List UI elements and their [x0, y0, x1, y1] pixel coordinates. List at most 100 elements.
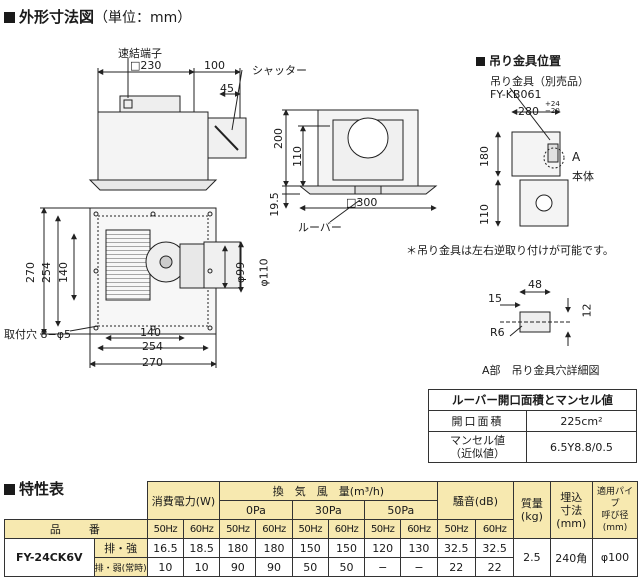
header-pipe: 適用パイプ 呼び径 (mm)	[592, 481, 638, 539]
hz-cell: 60Hz	[327, 519, 366, 539]
dim-270-horizontal: 270	[142, 356, 163, 369]
detail-a-view	[500, 311, 572, 333]
value-cell: 32.5	[436, 538, 476, 558]
dim-phi110: φ110	[257, 258, 271, 287]
hanger-tolerance: +24 −20	[545, 101, 560, 115]
top-view	[89, 207, 241, 335]
mount-hole-label: 取付穴 8−φ5	[4, 328, 71, 341]
dim-254-vertical: 254	[40, 262, 53, 283]
value-cell: 180	[255, 538, 293, 558]
header-embed: 埋込 寸法 (mm)	[549, 481, 594, 539]
hanger-title-text: 吊り金具位置	[489, 54, 562, 68]
header-0pa: 0Pa	[219, 500, 293, 520]
value-cell: 16.5	[146, 538, 184, 558]
hanger-dim-180: 180	[478, 146, 491, 167]
hz-cell: 60Hz	[255, 519, 293, 539]
mode-cell: 排・強	[93, 538, 148, 558]
detail-dim-15: 15	[488, 292, 502, 305]
louver-row-value: 225cm²	[525, 410, 638, 432]
hanger-dim-280: 280	[518, 105, 539, 118]
hanger-label-body: 本体	[572, 170, 594, 183]
dim-270-vertical: 270	[24, 262, 37, 283]
spec-corner	[5, 482, 148, 520]
detail-caption: A部 吊り金具穴詳細図	[482, 364, 600, 377]
hanger-title: 吊り金具位置	[476, 52, 561, 69]
detail-r6: R6	[490, 326, 505, 339]
louver-row-label: 開口面積	[428, 410, 527, 432]
table-row: FY-24CK6V 排・強 16.5 18.5 180 180 150 150 …	[4, 538, 638, 577]
header-50pa: 50Pa	[364, 500, 438, 520]
outline-drawing	[40, 58, 572, 368]
value-cell: 150	[327, 538, 366, 558]
value-cell: 10	[182, 557, 221, 577]
hanger-bracket-model: FY-KB061	[490, 88, 542, 101]
header-30pa: 30Pa	[291, 500, 366, 520]
hanger-note: ＊吊り金具は左右逆取り付けが可能です。	[406, 244, 614, 257]
bullet-square-icon	[476, 57, 485, 66]
louver-table-title: ルーバー開口面積とマンセル値	[428, 389, 637, 411]
bullet-square-icon	[4, 12, 15, 23]
louver-table: ルーバー開口面積とマンセル値 開口面積 225cm² マンセル値 （近似値） 6…	[428, 389, 638, 463]
model-cell: FY-24CK6V	[4, 538, 95, 577]
value-cell: 22	[474, 557, 515, 577]
table-row: 排・弱(常時) 10 10 90 90 50 50 − − 22 22	[5, 557, 638, 577]
quick-terminal-label: 速結端子	[118, 47, 162, 60]
dim-140-horizontal: 140	[140, 326, 161, 339]
hz-cell: 50Hz	[291, 519, 329, 539]
value-cell: −	[400, 557, 438, 577]
detail-dim-12: 12	[580, 303, 594, 318]
value-cell: 180	[219, 538, 257, 558]
value-cell: 90	[255, 557, 293, 577]
hz-cell: 50Hz	[219, 519, 257, 539]
value-cell: 130	[400, 538, 438, 558]
outline-unit-text: （単位：mm）	[94, 10, 192, 26]
value-cell: 22	[436, 557, 476, 577]
hz-cell: 60Hz	[400, 519, 438, 539]
value-cell: 50	[291, 557, 329, 577]
value-cell: 120	[364, 538, 402, 558]
dim-140-vertical: 140	[57, 262, 70, 283]
dim-sq230: □230	[130, 59, 162, 72]
side-view	[88, 95, 247, 191]
front-view	[298, 109, 438, 195]
header-noise: 騒音(dB)	[436, 481, 515, 520]
mass-cell: 2.5	[513, 538, 551, 577]
header-mass: 質量 (kg)	[513, 481, 551, 539]
header-product: 品 番	[4, 519, 148, 539]
dim-200: 200	[272, 128, 285, 149]
pipe-cell: φ100	[592, 538, 638, 577]
hz-cell: 60Hz	[474, 519, 515, 539]
louver-row-value: 6.5Y8.8/0.5	[525, 431, 638, 463]
hz-cell: 60Hz	[182, 519, 221, 539]
detail-dim-48: 48	[528, 278, 542, 291]
hanger-view	[511, 131, 569, 227]
spec-title-text: 特性表	[19, 480, 65, 498]
value-cell: 32.5	[474, 538, 515, 558]
louver-row-label: マンセル値 （近似値）	[428, 431, 527, 463]
header-airflow: 換 気 風 量(m³/h)	[219, 481, 438, 501]
value-cell: 90	[219, 557, 257, 577]
value-cell: 18.5	[182, 538, 221, 558]
bullet-square-icon	[4, 484, 15, 495]
embed-cell: 240角	[549, 538, 594, 577]
hz-cell: 50Hz	[146, 519, 184, 539]
tolerance-minus: −20	[545, 107, 560, 115]
shutter-label: シャッター	[252, 64, 307, 77]
hanger-dim-110: 110	[478, 204, 491, 225]
outline-section-title: 外形寸法図（単位：mm）	[4, 6, 191, 27]
dim-45: 45	[220, 82, 234, 95]
outline-title-text: 外形寸法図	[19, 8, 95, 26]
hz-cell: 50Hz	[436, 519, 476, 539]
hanger-bracket-label: 吊り金具（別売品）	[490, 75, 589, 88]
value-cell: 150	[291, 538, 329, 558]
mode-cell: 排・弱(常時)	[93, 557, 148, 577]
hanger-label-a: A	[572, 150, 581, 164]
spec-table: 消費電力(W) 換 気 風 量(m³/h) 騒音(dB) 質量 (kg) 埋込 …	[4, 481, 638, 577]
header-power: 消費電力(W)	[146, 481, 221, 520]
louver-label: ルーバー	[298, 221, 342, 234]
dim-100: 100	[204, 59, 225, 72]
value-cell: 50	[327, 557, 366, 577]
dim-110-front: 110	[291, 146, 304, 167]
value-cell: 10	[146, 557, 184, 577]
dim-19-5: 19.5	[267, 192, 281, 217]
